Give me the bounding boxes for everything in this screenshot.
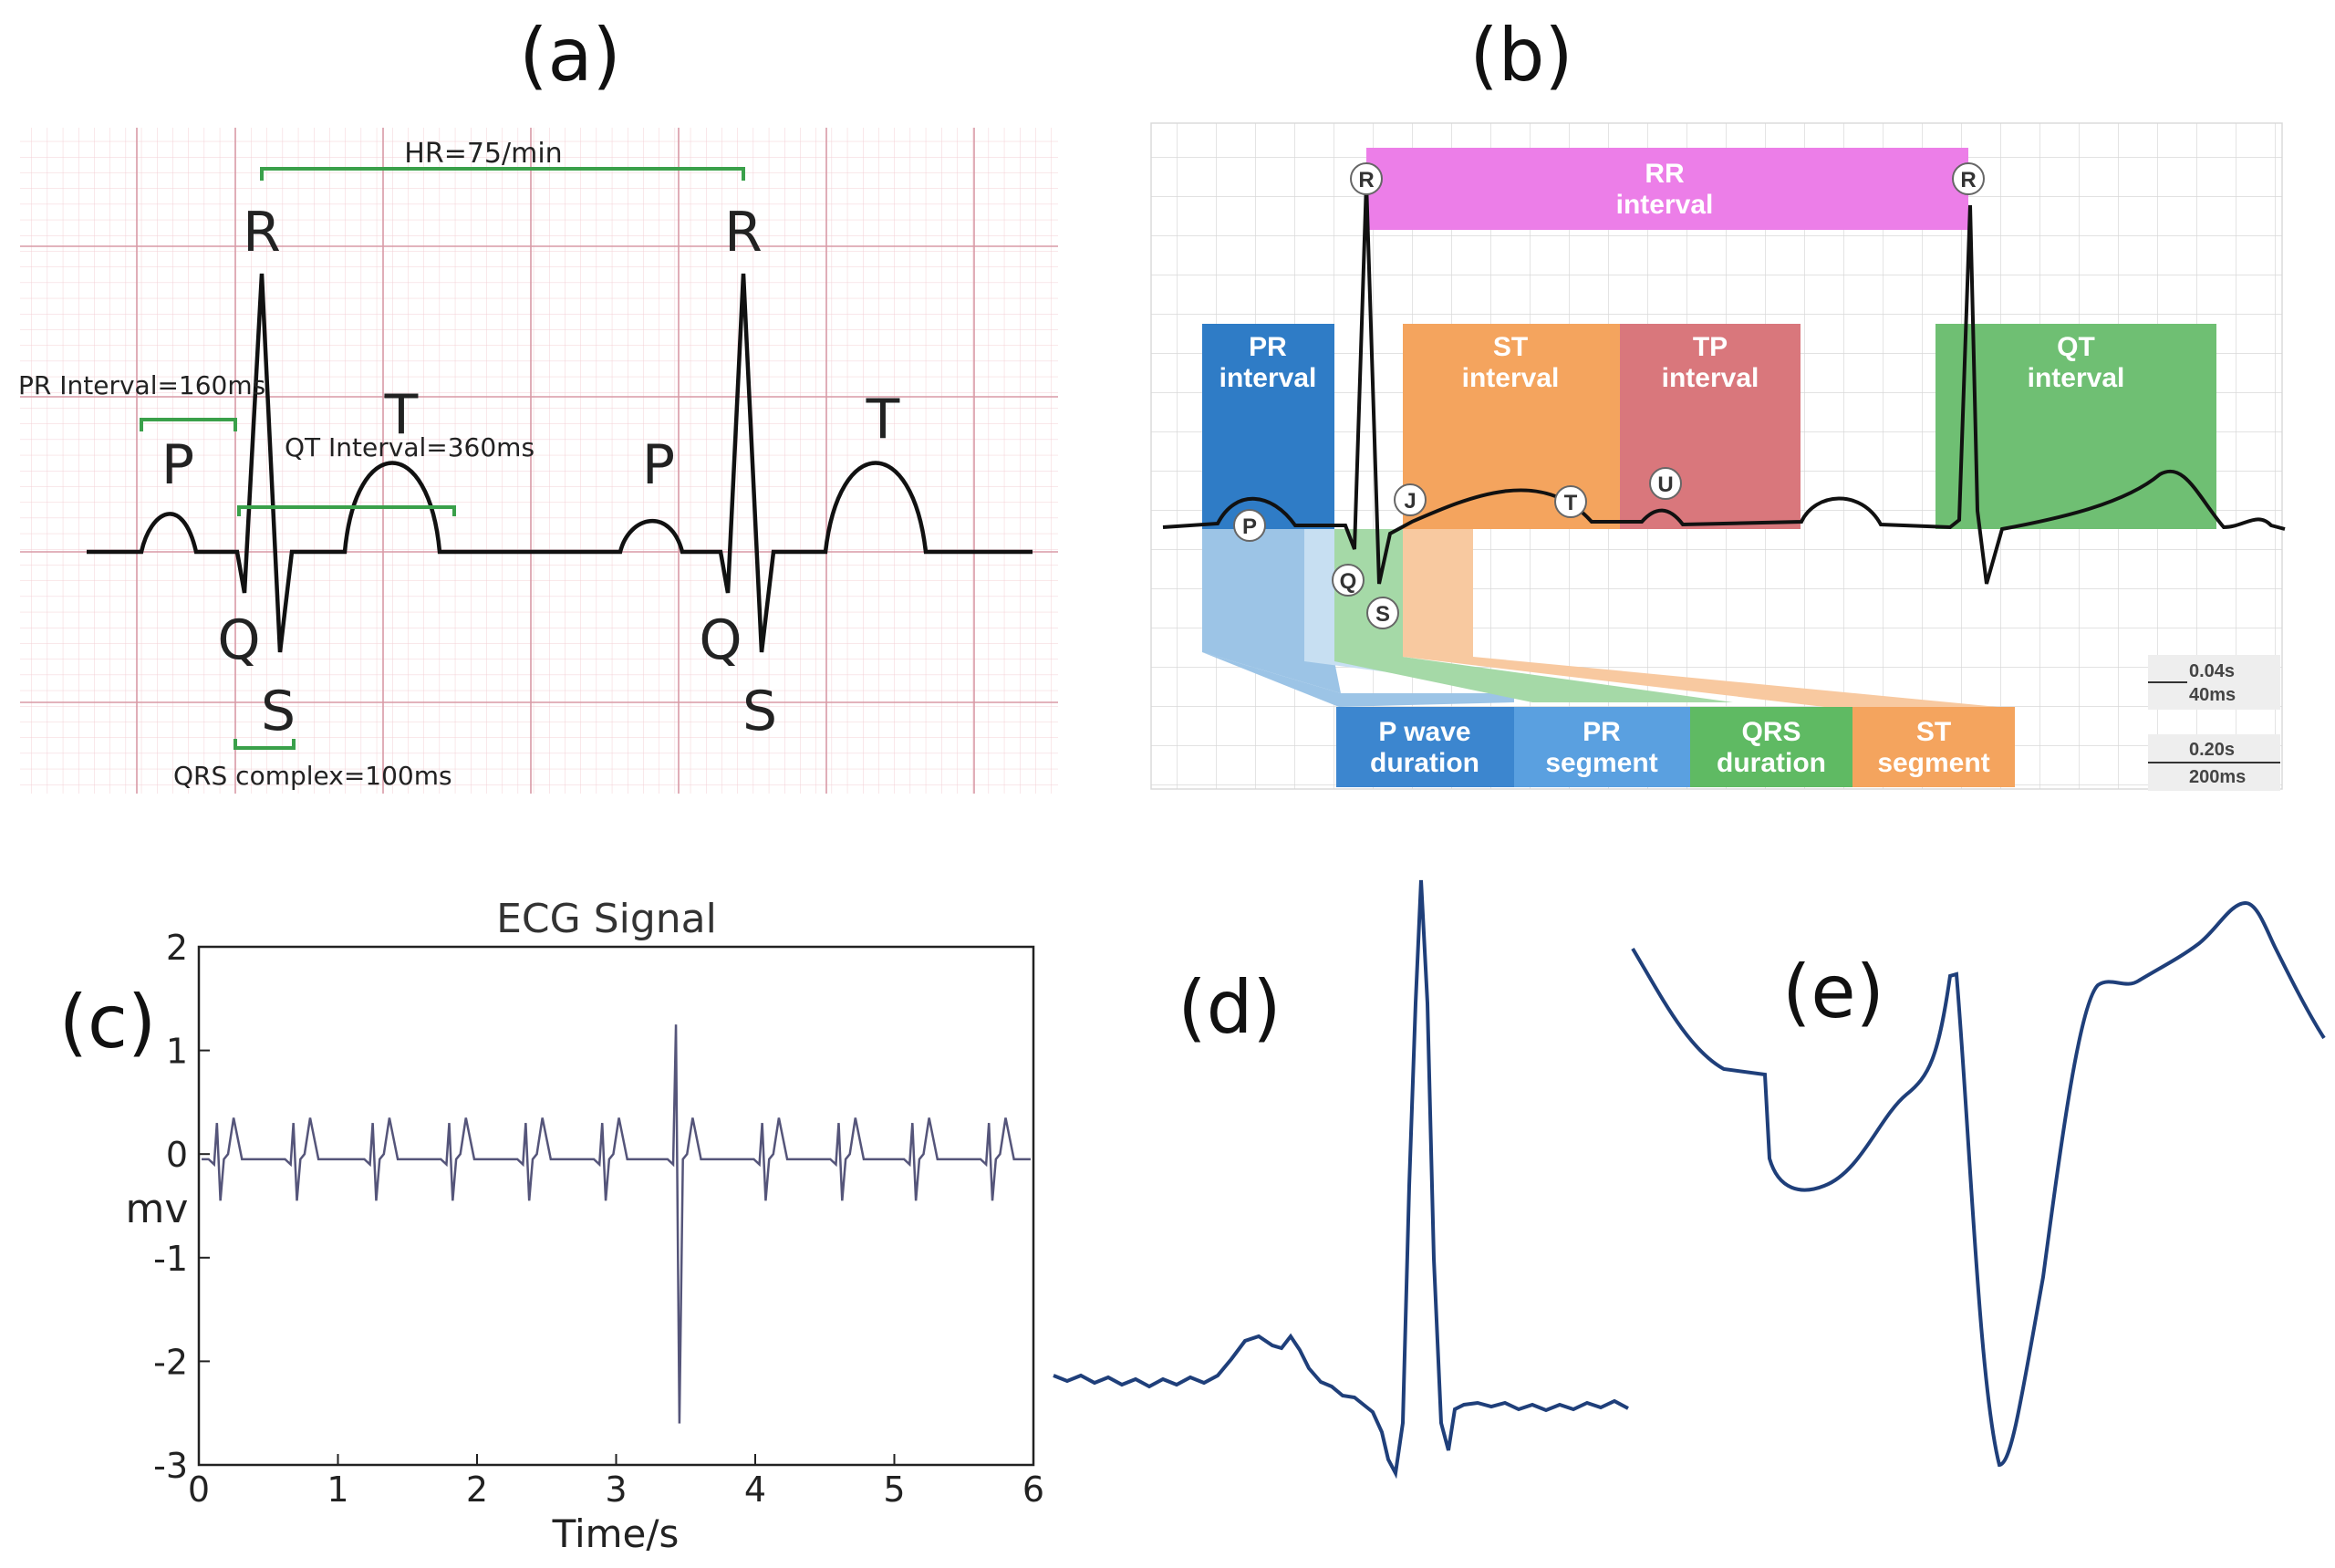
r-peak-label: R (724, 201, 763, 265)
y-tick-label: -1 (153, 1239, 188, 1279)
x-axis: 0 1 2 3 4 5 6 (188, 1454, 1044, 1510)
panel-e-letter: (e) (1782, 950, 1884, 1034)
heartbeat-trace-d (1053, 879, 1629, 1480)
panel-d: (d) (1053, 879, 1629, 1480)
s-wave-label: S (261, 680, 296, 743)
p-wave-label: P (642, 433, 675, 497)
y-tick-label: 2 (166, 928, 188, 968)
qrs-fan (1334, 529, 1733, 702)
chart-title: ECG Signal (496, 896, 717, 942)
x-tick-label: 4 (744, 1469, 766, 1510)
x-axis-label: Time/s (552, 1511, 680, 1556)
interval-markers-a (140, 167, 745, 750)
r-peak-label: R (243, 201, 281, 265)
ecg-paper-grid (20, 128, 1058, 794)
t-wave-marker-text: T (1564, 491, 1578, 515)
y-axis: 2 1 0 -1 -2 -3 (153, 928, 210, 1486)
y-axis-label: mv (126, 1186, 189, 1232)
j-point-marker-text: J (1404, 489, 1416, 514)
panel-e: (e) (1631, 900, 2326, 1468)
panel-a: (a) HR=75/min PR Interval=160ms QT Inter… (18, 13, 1058, 794)
x-tick-label: 1 (327, 1469, 348, 1510)
panel-b-letter: (b) (1469, 13, 1572, 98)
heartbeat-trace-e (1631, 900, 2326, 1468)
qt-interval-box (1935, 324, 2216, 529)
y-tick-label: 0 (166, 1135, 188, 1175)
t-wave-label: T (866, 388, 900, 452)
big-scale-bottom: 200ms (2189, 767, 2246, 787)
t-wave-marker (1554, 485, 1587, 518)
y-tick-label: -2 (153, 1342, 188, 1382)
q-wave-marker (1332, 564, 1365, 597)
big-scale-top: 0.20s (2189, 740, 2235, 760)
ecg-trace-a (87, 273, 1033, 653)
heart-rate-label: HR=75/min (404, 138, 562, 170)
y-tick-label: -3 (153, 1446, 188, 1486)
r-peak-marker-text: R (1960, 168, 1976, 192)
panel-b: (b) R R P Q S (1150, 13, 2286, 791)
x-tick-label: 0 (188, 1469, 210, 1510)
p-wave-fan (1202, 652, 1514, 707)
p-wave-label: P (161, 433, 194, 497)
small-scale-bottom: 40ms (2189, 685, 2236, 705)
st-segment-box (1852, 707, 2015, 787)
panel-a-letter: (a) (519, 13, 620, 98)
p-wave-marker-text: P (1242, 514, 1257, 539)
x-tick-label: 6 (1022, 1469, 1044, 1510)
r-peak-marker-text: R (1358, 168, 1374, 192)
x-tick-label: 2 (466, 1469, 488, 1510)
j-point-marker (1394, 483, 1427, 516)
x-tick-label: 3 (605, 1469, 627, 1510)
time-scale-legend: 0.04s 40ms 0.20s 200ms (2148, 655, 2280, 791)
qrs-complex-label: QRS complex=100ms (173, 761, 452, 791)
r-peak-marker (1952, 162, 1985, 195)
r-peak-marker (1350, 162, 1383, 195)
u-wave-marker-text: U (1657, 472, 1673, 497)
pr-interval-box (1202, 324, 1334, 529)
x-tick-label: 5 (883, 1469, 905, 1510)
q-wave-marker-text: Q (1340, 569, 1357, 594)
st-segment-fan (1403, 529, 1998, 707)
panel-c-letter: (c) (59, 980, 156, 1064)
pr-interval-label: PR Interval=160ms (18, 370, 265, 400)
p-wave-duration-box (1336, 707, 1514, 787)
qt-interval-label: QT Interval=360ms (285, 432, 534, 462)
tp-interval-box (1620, 324, 1801, 529)
wave-markers-b: R R P Q S J T U (1233, 162, 1985, 629)
s-wave-marker-text: S (1375, 602, 1390, 627)
y-tick-label: 1 (166, 1032, 188, 1072)
pr-segment-box (1514, 707, 1690, 787)
q-wave-label: Q (217, 608, 260, 672)
ecg-signal-series (202, 1024, 1031, 1424)
s-wave-marker (1366, 597, 1399, 629)
s-wave-label: S (742, 680, 777, 743)
ecg-trace-b (1162, 182, 2286, 585)
u-wave-marker (1649, 467, 1682, 500)
p-wave-marker (1233, 509, 1266, 542)
panel-d-letter: (d) (1178, 965, 1281, 1050)
t-wave-label: T (384, 383, 419, 447)
chart-frame (197, 945, 1035, 1467)
small-scale-top: 0.04s (2189, 661, 2235, 681)
panel-c: (c) ECG Signal 2 1 0 -1 -2 -3 0 1 2 3 4 5 6 mv Time… (59, 896, 1044, 1556)
rr-interval-box (1366, 148, 1968, 230)
q-wave-label: Q (699, 608, 742, 672)
qrs-duration-box (1690, 707, 1852, 787)
